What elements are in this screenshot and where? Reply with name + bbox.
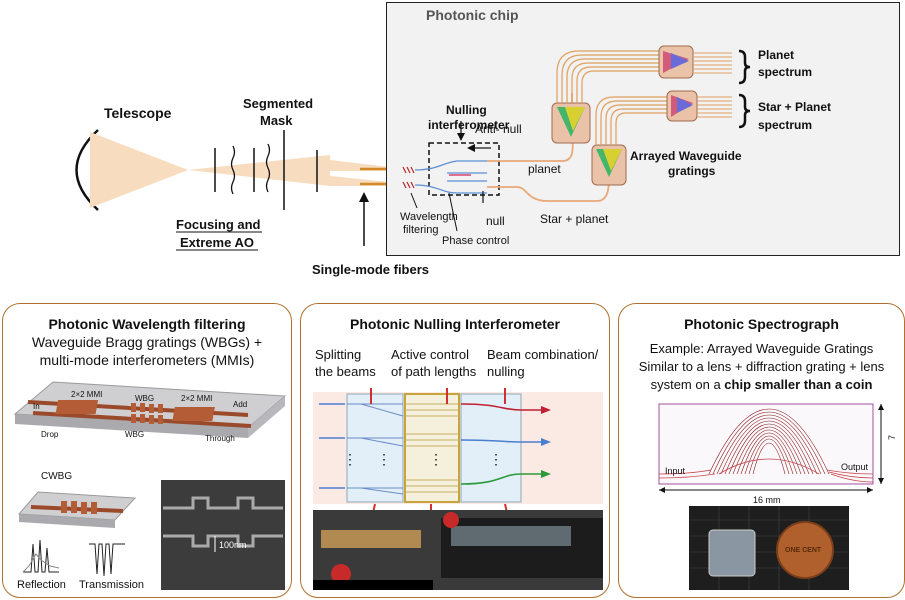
col1-label-2: the beams — [315, 364, 376, 379]
device-label-in: In — [33, 402, 40, 411]
reflection-label: Reflection — [17, 579, 66, 591]
awg-2-bundle — [595, 96, 667, 145]
mmi-1 — [55, 400, 99, 414]
col3-label-2: nulling — [487, 364, 525, 379]
wavelength-label-1: Wavelength — [400, 211, 458, 223]
dots-2: ⋮ — [377, 451, 391, 467]
cwbg-teeth — [61, 501, 97, 514]
telescope-label: Telescope — [104, 105, 172, 121]
right-line-3-bold: chip smaller than a coin — [724, 377, 873, 392]
spectrograph-drawing — [658, 403, 884, 590]
spectro-input-label: Input — [665, 466, 686, 476]
col3-label-1: Beam combination/ — [487, 347, 599, 362]
spectro-output-label: Output — [841, 462, 869, 472]
device-label-mmi1: 2×2 MMI — [71, 390, 103, 399]
panel-spectrograph: Photonic Spectrograph Example: Arrayed W… — [618, 303, 905, 598]
right-panel-title: Photonic Spectrograph — [684, 316, 839, 332]
awg-label-2: gratings — [668, 164, 716, 178]
star-spectrum-1: Star + Planet — [758, 100, 832, 114]
awg-arms — [708, 408, 830, 475]
null-label: null — [486, 214, 505, 228]
awg-label-1: Arrayed Waveguide — [630, 149, 742, 163]
star-planet-path — [487, 177, 610, 202]
star-planet-label: Star + planet — [540, 212, 609, 226]
telescope-mirror — [75, 129, 99, 211]
nulling-label-1: Nulling — [446, 103, 487, 117]
mmi-2 — [172, 407, 215, 421]
col2-label-2: of path lengths — [391, 364, 477, 379]
sem-scale-label: 100nm — [219, 540, 247, 550]
nulling-circuit-drawing — [313, 388, 603, 590]
nulling-label-2: interferometer — [428, 118, 510, 132]
collimated-beam — [188, 155, 330, 186]
width-label: 16 mm — [753, 495, 781, 505]
planet-spectrum-2: spectrum — [758, 65, 813, 79]
planet-label: planet — [528, 162, 561, 176]
focusing-label-2: Extreme AO — [180, 235, 254, 250]
wavelength-filter-marks — [402, 166, 415, 189]
device-label-wbg2: WBG — [125, 430, 145, 439]
right-line-1: Example: Arrayed Waveguide Gratings — [649, 341, 874, 356]
anti-null-label: Anti- null — [475, 122, 522, 136]
star-output-lines — [697, 96, 732, 118]
height-label: 7 mm — [887, 425, 905, 440]
col2-label-1: Active control — [391, 347, 470, 362]
phase-block — [404, 393, 460, 503]
panel-nulling-interferometer: Photonic Nulling Interferometer Splittin… — [300, 303, 610, 598]
phase-lines — [405, 403, 459, 493]
dots-3: ⋮ — [429, 451, 443, 467]
chip-schematic — [402, 45, 751, 232]
chip-in-photo — [708, 529, 756, 577]
left-panel-subtitle-2: multi-mode interferometers (MMIs) — [39, 352, 255, 368]
chip-title: Photonic chip — [426, 7, 519, 23]
segmented-label-2: Mask — [260, 113, 293, 128]
dots-4: ⋮ — [489, 451, 503, 467]
deformable-mirror-1 — [230, 145, 236, 195]
planet-output-lines — [693, 52, 732, 74]
reflection-spectrum — [22, 539, 60, 573]
segmented-label-1: Segmented — [243, 96, 314, 111]
device-label-drop: Drop — [41, 430, 59, 439]
left-panel-title: Photonic Wavelength filtering — [48, 316, 246, 332]
dots-1: ⋮ — [343, 451, 357, 467]
coin-text: ONE CENT — [785, 547, 822, 554]
nulling-waveguides — [414, 160, 487, 194]
middle-panel-title: Photonic Nulling Interferometer — [349, 316, 560, 332]
planet-spectrum-1: Planet — [758, 48, 795, 62]
wbg-teeth — [131, 403, 163, 424]
phase-control-label: Phase control — [442, 235, 510, 247]
awg-1-bundle — [556, 50, 659, 103]
transmission-spectrum — [89, 543, 125, 577]
panel-wavelength-filtering: Photonic Wavelength filtering Waveguide … — [2, 303, 292, 598]
splitter-block — [346, 393, 404, 503]
splitter-lines — [347, 403, 404, 495]
wbg-device-drawing — [13, 381, 287, 590]
device-label-mmi2: 2×2 MMI — [181, 394, 213, 403]
star-brace — [738, 93, 751, 129]
device-label-through: Through — [205, 434, 235, 443]
cwbg-label: CWBG — [41, 471, 73, 482]
input-arrows — [319, 403, 345, 489]
transmission-label: Transmission — [79, 579, 144, 591]
deformable-mirror-2 — [265, 143, 271, 193]
right-line-3: system on a chip smaller than a coin — [619, 376, 904, 393]
penny-coin — [776, 521, 834, 579]
telescope-beam — [90, 132, 188, 208]
photonic-chip — [386, 2, 900, 256]
wavelength-label-2: filtering — [403, 224, 439, 236]
planet-brace — [738, 49, 751, 85]
right-line-2: Similar to a lens + diffraction grating … — [638, 359, 885, 374]
fibers-label: Single-mode fibers — [312, 262, 430, 277]
col1-label-1: Splitting — [315, 347, 362, 362]
device-label-wbg1: WBG — [135, 394, 155, 403]
combiner-paths — [460, 403, 541, 485]
focusing-label-1: Focusing and — [176, 217, 261, 232]
right-line-3-pre: system on a — [650, 377, 725, 392]
left-panel-subtitle-1: Waveguide Bragg gratings (WBGs) + — [31, 334, 263, 350]
star-spectrum-2: spectrum — [758, 118, 813, 132]
device-label-add: Add — [233, 400, 248, 409]
io-waveguides — [658, 458, 874, 483]
